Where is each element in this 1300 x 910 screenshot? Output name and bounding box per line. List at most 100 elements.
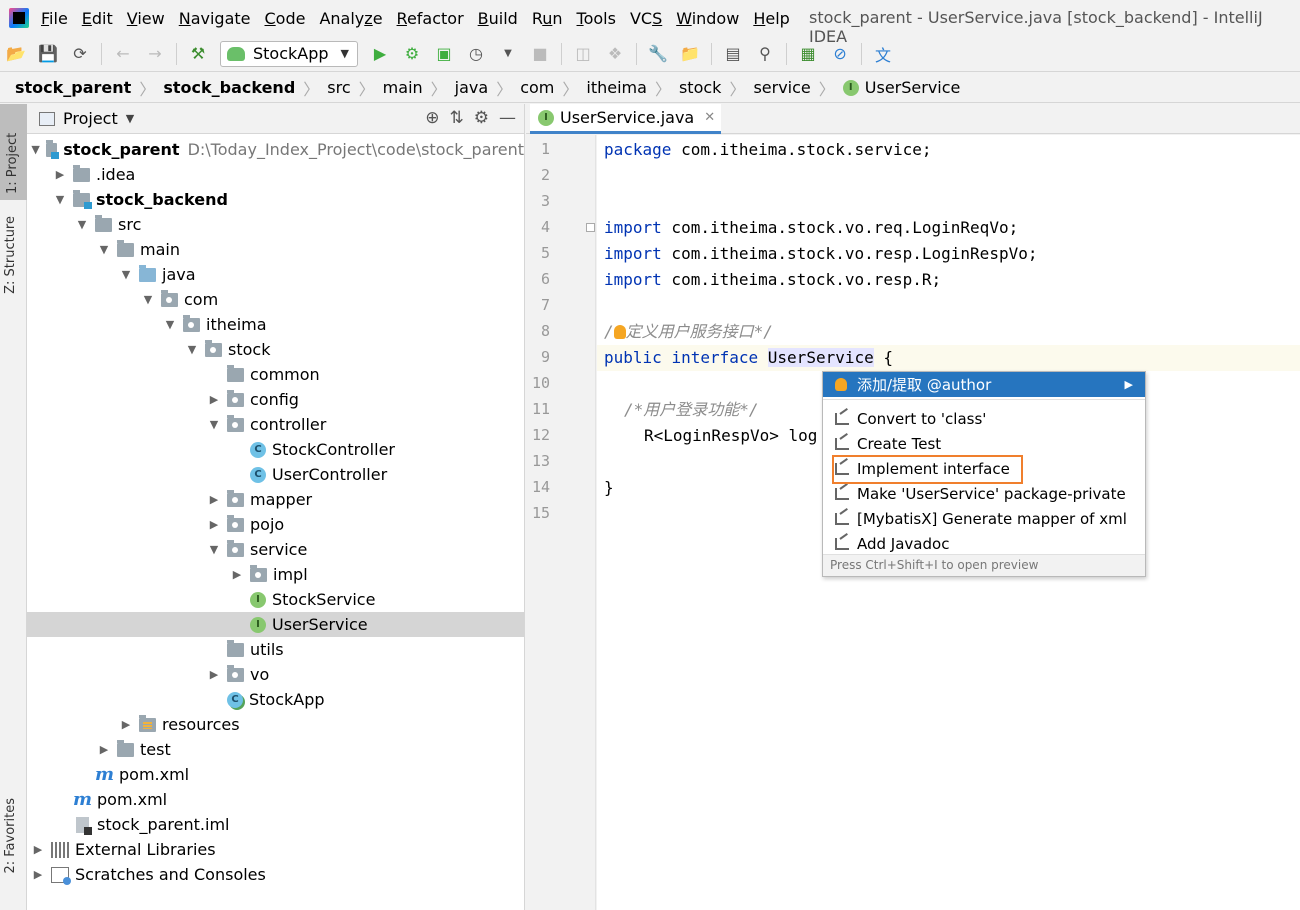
tree-item-stock-controller[interactable]: ▶ C StockController (27, 437, 524, 462)
tree-item-config[interactable]: ▶ config (27, 387, 524, 412)
translate-icon[interactable]: 文 (875, 45, 892, 65)
menu-refactor[interactable]: Refactor (396, 8, 464, 28)
intention-generate-mapper-xml[interactable]: [MybatisX] Generate mapper of xml (823, 506, 1145, 531)
breadcrumb-item[interactable]: itheima〉 (586, 78, 671, 99)
menu-edit[interactable]: Edit (81, 8, 113, 28)
intention-add-author[interactable]: 添加/提取 @author ▶ (823, 372, 1145, 397)
collapsed-arrow-icon[interactable]: ▶ (55, 168, 65, 181)
menu-analyze[interactable]: Analyze (319, 8, 383, 28)
structure-tool-tab[interactable]: Z: Structure (3, 216, 18, 294)
favorites-tool-tab[interactable]: 2: Favorites (3, 798, 18, 874)
expanded-arrow-icon[interactable]: ▼ (143, 293, 153, 306)
locate-target-icon[interactable]: ⊕ (425, 108, 440, 128)
tree-item-scratches[interactable]: ▶ Scratches and Consoles (27, 862, 524, 887)
tree-item-resources[interactable]: ▶ resources (27, 712, 524, 737)
tree-item-pojo[interactable]: ▶ pojo (27, 512, 524, 537)
tree-item-vo[interactable]: ▶ vo (27, 662, 524, 687)
menu-view[interactable]: View (126, 8, 165, 28)
stop-icon[interactable]: ■ (532, 44, 548, 63)
power-save-icon[interactable]: ⊘ (833, 44, 847, 63)
hide-minus-icon[interactable]: — (499, 108, 516, 128)
project-panel-title[interactable]: Project (63, 109, 118, 128)
open-folder-icon[interactable]: 📂 (6, 44, 26, 63)
expanded-arrow-icon[interactable]: ▼ (187, 343, 197, 356)
intention-create-test[interactable]: Create Test (823, 431, 1145, 456)
editor-tab-user-service[interactable]: I UserService.java ✕ (530, 104, 722, 134)
intention-make-package-private[interactable]: Make 'UserService' package-private (823, 481, 1145, 506)
tree-item-com[interactable]: ▼ com (27, 287, 524, 312)
tree-item-service[interactable]: ▼ service (27, 537, 524, 562)
intention-add-javadoc[interactable]: Add Javadoc (823, 531, 1145, 556)
sync-icon[interactable]: ⟳ (73, 44, 87, 63)
save-all-icon[interactable]: 💾 (38, 44, 58, 63)
collapsed-arrow-icon[interactable]: ▶ (209, 493, 219, 506)
gear-icon[interactable]: ⚙ (473, 108, 489, 128)
breadcrumb-item[interactable]: com〉 (520, 78, 579, 99)
tree-item-user-controller[interactable]: ▶ C UserController (27, 462, 524, 487)
expanded-arrow-icon[interactable]: ▼ (55, 193, 65, 206)
breadcrumb-item[interactable]: main〉 (382, 78, 447, 99)
run-configuration-select[interactable]: StockApp ▼ (220, 40, 359, 67)
menu-tools[interactable]: Tools (576, 8, 616, 28)
expanded-arrow-icon[interactable]: ▼ (99, 243, 109, 256)
collapsed-arrow-icon[interactable]: ▶ (33, 843, 43, 856)
tree-item-mapper[interactable]: ▶ mapper (27, 487, 524, 512)
tree-item-stock-service[interactable]: ▶ I StockService (27, 587, 524, 612)
tree-item-controller[interactable]: ▼ controller (27, 412, 524, 437)
expanded-arrow-icon[interactable]: ▼ (121, 268, 131, 281)
breadcrumb-item[interactable]: service〉 (753, 78, 835, 99)
build-hammer-icon[interactable]: ⚒ (190, 44, 206, 63)
forward-arrow-icon[interactable]: → (148, 44, 162, 63)
tree-item-external-libraries[interactable]: ▶ External Libraries (27, 837, 524, 862)
menu-build[interactable]: Build (477, 8, 518, 28)
menu-navigate[interactable]: Navigate (178, 8, 251, 28)
tree-item-java[interactable]: ▼ java (27, 262, 524, 287)
menu-code[interactable]: Code (264, 8, 306, 28)
tree-item-test[interactable]: ▶ test (27, 737, 524, 762)
menu-window[interactable]: Window (676, 8, 740, 28)
breadcrumb-item[interactable]: stock_backend〉 (163, 78, 320, 99)
breadcrumb-item[interactable]: java〉 (454, 78, 513, 99)
tree-item-impl[interactable]: ▶ impl (27, 562, 524, 587)
project-tool-tab[interactable]: 1: Project (0, 104, 27, 200)
run-coverage-icon[interactable]: ▣ (436, 44, 452, 63)
menu-vcs[interactable]: VCS (629, 8, 663, 28)
intention-convert-to-class[interactable]: Convert to 'class' (823, 406, 1145, 431)
menu-file[interactable]: File (41, 8, 68, 28)
collapse-all-icon[interactable]: ⇅ (449, 108, 464, 128)
back-arrow-icon[interactable]: ← (116, 44, 130, 63)
close-icon[interactable]: ✕ (704, 110, 716, 125)
lightbulb-icon[interactable] (613, 325, 626, 339)
monitor-chart-icon[interactable]: ▦ (800, 44, 816, 63)
collapsed-arrow-icon[interactable]: ▶ (99, 743, 109, 756)
expanded-arrow-icon[interactable]: ▼ (209, 543, 219, 556)
chevron-down-icon[interactable]: ▼ (504, 48, 512, 59)
collapsed-arrow-icon[interactable]: ▶ (121, 718, 131, 731)
profiler-icon[interactable]: ◷ (469, 44, 483, 63)
breadcrumb-item-current[interactable]: I UserService (842, 78, 960, 97)
tree-item-common[interactable]: ▶ common (27, 362, 524, 387)
expanded-arrow-icon[interactable]: ▼ (77, 218, 87, 231)
collapsed-arrow-icon[interactable]: ▶ (209, 518, 219, 531)
tree-item-stock-backend[interactable]: ▼ stock_backend (27, 187, 524, 212)
tree-item-itheima[interactable]: ▼ itheima (27, 312, 524, 337)
collapsed-arrow-icon[interactable]: ▶ (209, 668, 219, 681)
debug-bug-icon[interactable]: ⚙ (404, 44, 420, 63)
breadcrumb-item[interactable]: src〉 (327, 78, 375, 99)
expanded-arrow-icon[interactable]: ▼ (165, 318, 175, 331)
expanded-arrow-icon[interactable]: ▼ (31, 143, 40, 156)
collapsed-arrow-icon[interactable]: ▶ (33, 868, 43, 881)
tree-item-idea[interactable]: ▶ .idea (27, 162, 524, 187)
deploy-icon[interactable]: ❖ (607, 44, 623, 63)
search-icon[interactable]: ⚲ (759, 44, 771, 63)
fold-marker-icon[interactable] (586, 223, 595, 232)
project-structure-icon[interactable]: 📁 (680, 44, 700, 63)
tree-item-backend-pom[interactable]: ▶ m pom.xml (27, 762, 524, 787)
tree-item-stock[interactable]: ▼ stock (27, 337, 524, 362)
intention-implement-interface[interactable]: Implement interface (823, 456, 1145, 481)
chevron-down-icon[interactable]: ▼ (125, 112, 135, 125)
attach-debugger-icon[interactable]: ◫ (575, 44, 591, 63)
expanded-arrow-icon[interactable]: ▼ (209, 418, 219, 431)
terminal-icon[interactable]: ▤ (725, 44, 741, 63)
collapsed-arrow-icon[interactable]: ▶ (232, 568, 242, 581)
